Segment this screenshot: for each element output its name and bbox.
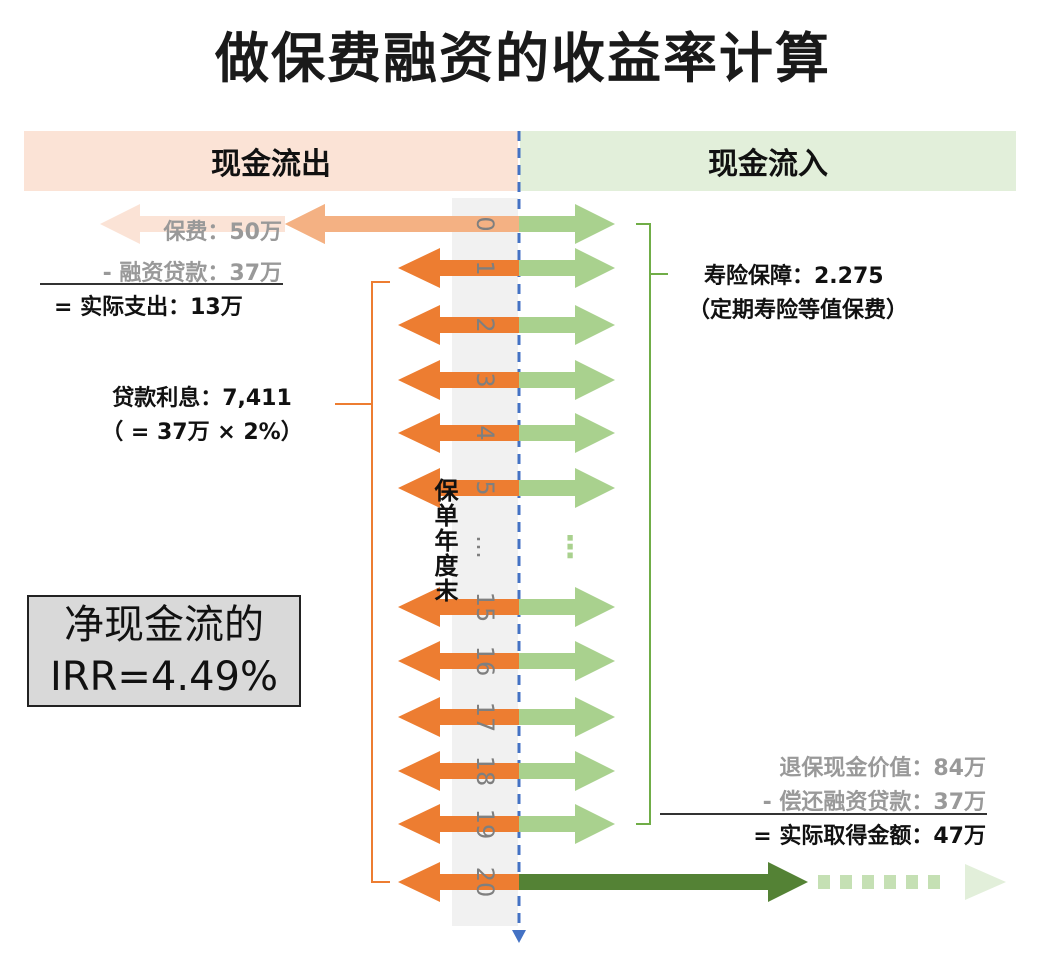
inflow-arrow-year-17: [519, 697, 615, 737]
year-label: …: [471, 535, 499, 559]
year-label: 3: [471, 372, 499, 388]
surrender-value-text: 退保现金价值：84万: [779, 756, 986, 781]
outflow-arrow-year-16: [398, 641, 519, 681]
year-label: 16: [471, 645, 499, 677]
page-title: 做保费融资的收益率计算: [215, 27, 831, 90]
irr-box: 净现金流的 IRR=4.49%: [27, 595, 301, 707]
outflow-arrow-year-19: [398, 804, 519, 844]
outflow-arrow-year-3: [398, 360, 519, 400]
inflow-arrow-year-4: [519, 413, 615, 453]
inflow-arrow-year-16: [519, 641, 615, 681]
outflow-arrow-year-2: [398, 305, 519, 345]
protection-note-text: （定期寿险等值保费）: [688, 298, 909, 323]
inflow-arrow-year-3: [519, 360, 615, 400]
inflow-header: 现金流入: [520, 131, 1016, 191]
outflow-arrow-year-4: [398, 413, 519, 453]
loan-repay-text: - 偿还融资贷款：37万: [762, 790, 986, 815]
premium-text: 保费：50万: [163, 220, 282, 245]
outflow-arrow-year-18: [398, 751, 519, 791]
outflow-arrow-year-17: [398, 697, 519, 737]
outflow-arrow-year-0-main: [285, 204, 519, 244]
year-label: 19: [471, 808, 499, 840]
net-inflow-text: = 实际取得金额：47万: [753, 824, 986, 849]
interest-bracket: [371, 281, 390, 883]
inflow-arrow-year-5: [519, 468, 615, 508]
outflow-arrow-year-15: [398, 587, 519, 627]
final-inflow-faded-head: [965, 864, 1006, 900]
net-outflow-text: = 实际支出：13万: [54, 295, 243, 320]
outflow-arrow-faded: [100, 204, 285, 244]
year-label: 18: [471, 755, 499, 787]
inflow-arrow-year-1: [519, 248, 615, 288]
inflow-arrow-year-15: [519, 587, 615, 627]
irr-label: 净现金流的: [64, 602, 264, 648]
final-inflow-dash: [862, 875, 874, 889]
timeline-arrowhead: [512, 930, 526, 943]
year-label: 2: [471, 317, 499, 333]
loan-text: - 融资贷款：37万: [102, 261, 282, 286]
outflow-arrow-year-1: [398, 248, 519, 288]
protection-bracket: [636, 223, 651, 825]
policy-year-axis-label: 保单年度末: [430, 478, 458, 603]
final-inflow-dash: [840, 875, 852, 889]
year-label: 5: [471, 480, 499, 496]
outflow-arrow-year-20: [398, 862, 519, 902]
inflow-arrow-year-0: [519, 204, 615, 244]
protection-text: 寿险保障：2.275: [704, 264, 884, 289]
inflow-ellipsis: ⋮: [555, 530, 585, 565]
year-label: 0: [471, 216, 499, 232]
inflow-arrow-year-2: [519, 305, 615, 345]
year-label: 1: [471, 260, 499, 276]
irr-value: IRR=4.49%: [50, 654, 278, 700]
interest-formula-text: （ = 37万 × 2%）: [101, 420, 303, 445]
final-inflow-dash: [906, 875, 918, 889]
final-inflow-dash: [818, 875, 830, 889]
inflow-arrow-year-20: [519, 862, 808, 902]
year-label: 17: [471, 701, 499, 733]
outflow-header: 现金流出: [24, 131, 518, 191]
year-label: 4: [471, 425, 499, 441]
final-inflow-dash: [884, 875, 896, 889]
year-label: 15: [471, 591, 499, 623]
interest-text: 贷款利息：7,411: [112, 386, 292, 411]
year-label: 20: [471, 866, 499, 898]
final-inflow-dash: [928, 875, 940, 889]
inflow-arrow-year-19: [519, 804, 615, 844]
inflow-arrow-year-18: [519, 751, 615, 791]
outflow-arrow-year-5: [398, 468, 519, 508]
